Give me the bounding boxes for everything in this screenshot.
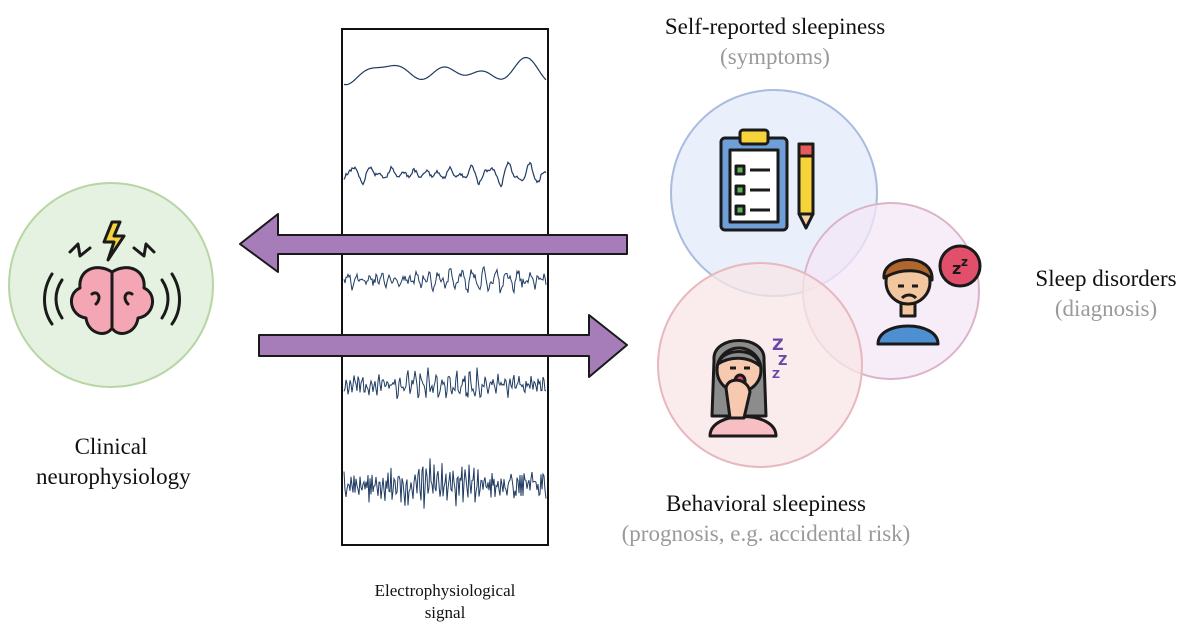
behavioral-label: Behavioral sleepiness (prognosis, e.g. a… — [588, 489, 944, 549]
self-reported-label: Self-reported sleepiness (symptoms) — [630, 12, 920, 72]
waveform-3 — [343, 265, 547, 295]
sleep-disorders-sub: (diagnosis) — [1054, 296, 1158, 321]
waveform-2 — [343, 161, 547, 188]
yawning-woman-icon: Z Z Z — [708, 335, 787, 438]
brain-lightning-icon — [43, 220, 181, 335]
clinical-line1: Clinical — [74, 434, 148, 459]
arrow-left — [239, 213, 628, 273]
clinical-neurophysiology-label: Clinical neurophysiology — [36, 432, 191, 492]
waveform-1 — [343, 56, 547, 86]
svg-text:z: z — [952, 259, 961, 278]
clinical-line2: neurophysiology — [36, 464, 191, 489]
behavioral-sub: (prognosis, e.g. accidental risk) — [621, 521, 911, 546]
waveform-4 — [343, 367, 546, 400]
svg-text:Z: Z — [772, 335, 784, 354]
self-reported-sub: (symptoms) — [720, 44, 830, 69]
sleepy-boy-icon: z z — [876, 244, 982, 346]
signal-line1: Electrophysiological — [374, 581, 516, 600]
svg-text:z: z — [961, 255, 968, 269]
waveform-5 — [343, 458, 547, 509]
sleep-disorders-title: Sleep disorders — [1035, 266, 1177, 291]
arrow-right — [258, 314, 628, 378]
clipboard-pencil-icon — [719, 128, 815, 232]
electrophysiological-signal-label: Electrophysiological signal — [340, 580, 550, 624]
self-reported-title: Self-reported sleepiness — [664, 14, 886, 39]
behavioral-title: Behavioral sleepiness — [666, 491, 866, 516]
svg-text:Z: Z — [772, 368, 780, 381]
waveform-group — [343, 56, 547, 509]
sleep-disorders-label: Sleep disorders (diagnosis) — [1018, 264, 1194, 324]
svg-text:Z: Z — [778, 354, 787, 369]
signal-line2: signal — [424, 603, 466, 622]
